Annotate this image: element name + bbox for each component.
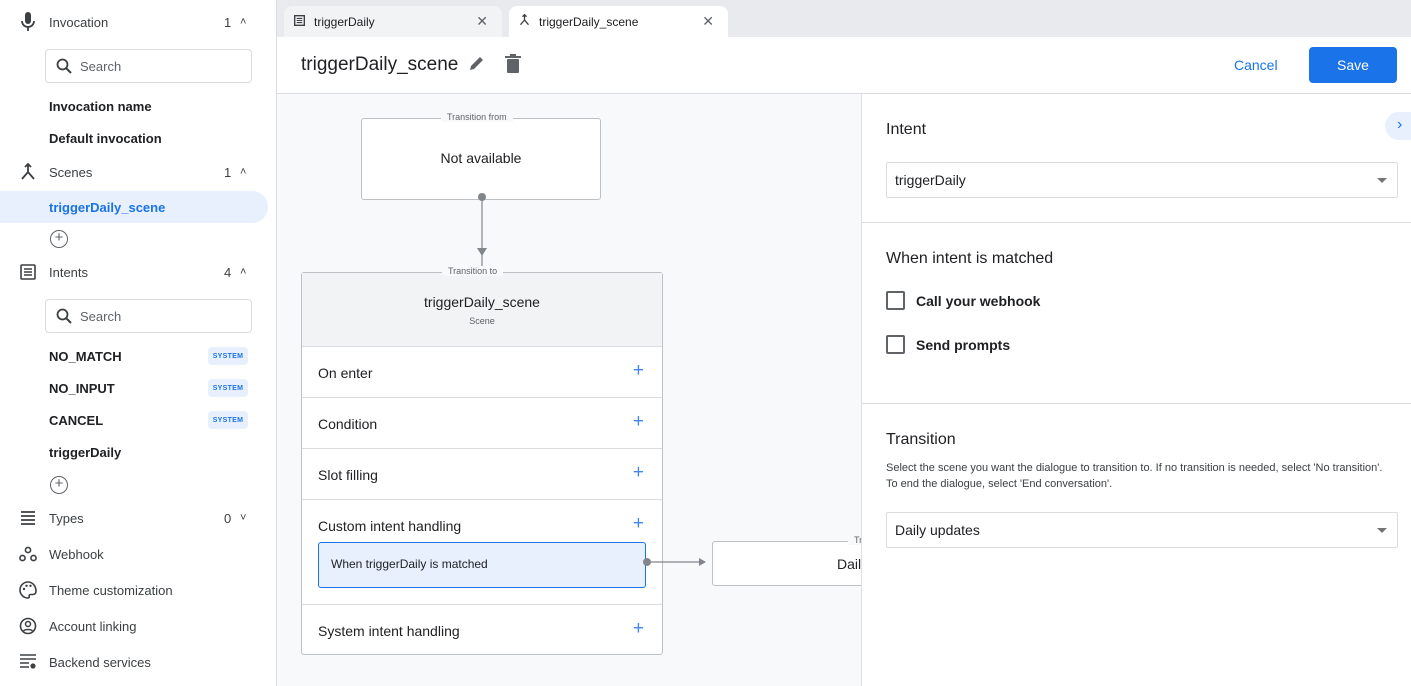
add-scene-icon[interactable]: + xyxy=(50,230,68,248)
webhook-icon xyxy=(18,544,38,564)
intent-select[interactable]: triggerDaily xyxy=(886,162,1398,198)
edit-pencil-icon[interactable] xyxy=(468,54,486,77)
add-icon[interactable]: + xyxy=(632,411,644,432)
add-icon[interactable]: + xyxy=(632,360,644,381)
intent-list-icon xyxy=(18,262,38,282)
account-circle-icon xyxy=(18,616,38,636)
sidebar-section-scenes[interactable]: Scenes 1 ˄ xyxy=(0,160,276,184)
types-list-icon xyxy=(18,508,38,528)
sidebar-item-intent[interactable]: CANCEL xyxy=(49,413,104,428)
chevron-up-icon[interactable]: ˄ xyxy=(240,16,247,28)
chevron-up-icon[interactable]: ˄ xyxy=(240,266,247,278)
page-header: triggerDaily_scene Cancel Save xyxy=(277,37,1411,94)
sidebar-item-intent[interactable]: NO_MATCH xyxy=(49,349,122,364)
add-icon[interactable]: + xyxy=(632,462,644,483)
add-icon[interactable]: + xyxy=(632,513,644,534)
intent-handler-item[interactable]: When triggerDaily is matched xyxy=(318,542,646,588)
transition-from-node: Transition from Not available xyxy=(361,112,601,200)
system-badge: SYSTEM xyxy=(208,379,248,397)
system-badge: SYSTEM xyxy=(208,347,248,365)
cancel-button[interactable]: Cancel xyxy=(1234,57,1278,73)
add-intent-icon[interactable]: + xyxy=(50,476,68,494)
slot-filling-row[interactable]: Slot filling+ xyxy=(302,448,662,499)
scene-merge-icon xyxy=(18,162,38,182)
close-tab-icon[interactable]: ✕ xyxy=(702,13,714,29)
transition-target-node[interactable]: Tr Dail xyxy=(712,535,861,586)
condition-row[interactable]: Condition+ xyxy=(302,397,662,448)
chevron-up-icon[interactable]: ˄ xyxy=(240,166,247,178)
save-button[interactable]: Save xyxy=(1309,47,1397,83)
scene-title: triggerDaily_scene xyxy=(424,294,540,310)
delete-trash-icon[interactable] xyxy=(505,54,521,78)
sidebar-section-intents[interactable]: Intents 4 ˄ xyxy=(0,260,276,284)
sidebar-item-invocation-name[interactable]: Invocation name xyxy=(49,99,152,114)
tab-bar: triggerDaily ✕ triggerDaily_scene ✕ xyxy=(277,0,1411,37)
transition-help-text: Select the scene you want the dialogue t… xyxy=(886,462,1383,490)
sidebar-item-theme-customization[interactable]: Theme customization xyxy=(0,578,276,602)
tab-triggerdaily[interactable]: triggerDaily ✕ xyxy=(284,6,502,37)
intent-handler-panel: › Intent triggerDaily When intent is mat… xyxy=(861,94,1411,686)
backend-settings-icon xyxy=(18,652,38,672)
sidebar-item-backend-services[interactable]: Backend services xyxy=(0,650,276,674)
palette-icon xyxy=(18,580,38,600)
dropdown-caret-icon xyxy=(1377,528,1387,533)
on-enter-row[interactable]: On enter+ xyxy=(302,346,662,397)
search-icon xyxy=(56,58,72,74)
scene-node: Transition to triggerDaily_scene Scene O… xyxy=(301,266,663,655)
dropdown-caret-icon xyxy=(1377,178,1387,183)
chevron-right-icon[interactable]: › xyxy=(1385,112,1411,140)
sidebar: Invocation 1 ˄ Search Invocation name De… xyxy=(0,0,277,686)
system-intent-handling-row[interactable]: System intent handling+ xyxy=(302,604,662,655)
sidebar-item-default-invocation[interactable]: Default invocation xyxy=(49,131,162,146)
scene-canvas: Transition from Not available Transition… xyxy=(277,94,861,686)
custom-intent-handling-row: Custom intent handling+ When triggerDail… xyxy=(302,499,662,604)
system-badge: SYSTEM xyxy=(208,411,248,429)
search-icon xyxy=(56,308,72,324)
tab-triggerdaily-scene[interactable]: triggerDaily_scene ✕ xyxy=(509,6,728,37)
invocation-search-input[interactable]: Search xyxy=(45,49,252,83)
close-tab-icon[interactable]: ✕ xyxy=(476,13,488,29)
sidebar-section-types[interactable]: Types 0 ˅ xyxy=(0,506,276,530)
connector-arrow xyxy=(643,558,706,566)
call-webhook-checkbox[interactable]: Call your webhook xyxy=(886,291,1040,310)
sidebar-item-account-linking[interactable]: Account linking xyxy=(0,614,276,638)
sidebar-item-intent[interactable]: triggerDaily xyxy=(49,445,122,460)
sidebar-item-webhook[interactable]: Webhook xyxy=(0,542,276,566)
connector-arrow xyxy=(477,193,487,272)
intents-search-input[interactable]: Search xyxy=(45,299,252,333)
intent-list-icon xyxy=(294,14,305,29)
scene-merge-icon xyxy=(519,13,530,29)
chevron-down-icon[interactable]: ˅ xyxy=(240,512,247,524)
transition-select[interactable]: Daily updates xyxy=(886,512,1398,548)
sidebar-section-invocation[interactable]: Invocation 1 ˄ xyxy=(0,10,276,34)
microphone-icon xyxy=(18,12,38,32)
page-title: triggerDaily_scene xyxy=(301,54,459,75)
add-icon[interactable]: + xyxy=(632,618,644,639)
sidebar-item-triggerdaily-scene[interactable]: triggerDaily_scene xyxy=(0,191,268,223)
send-prompts-checkbox[interactable]: Send prompts xyxy=(886,335,1010,354)
sidebar-item-intent[interactable]: NO_INPUT xyxy=(49,381,115,396)
